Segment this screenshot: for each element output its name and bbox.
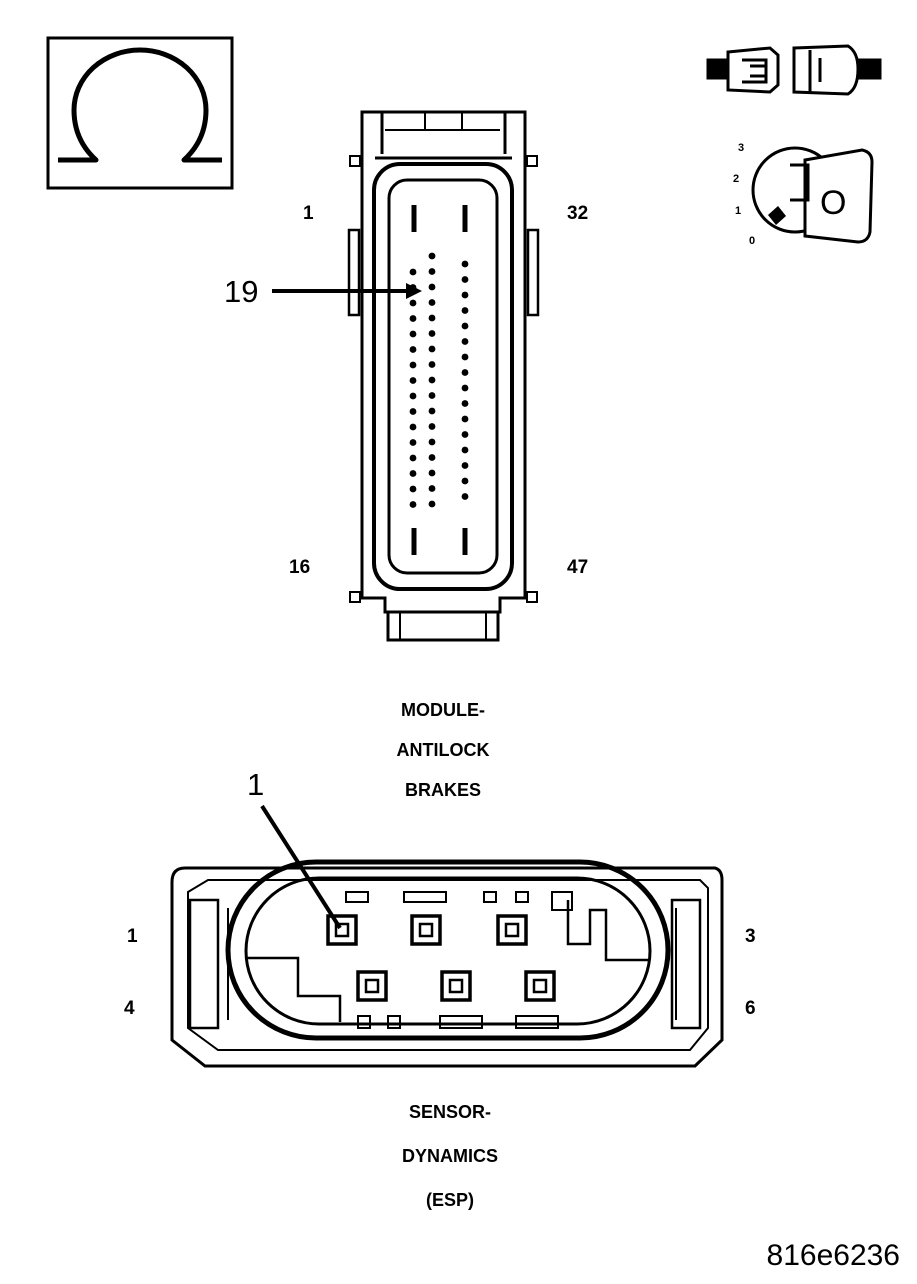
- abs-pin-cavity: [428, 345, 436, 353]
- ignition-pos-2: 2: [733, 173, 739, 185]
- abs-pin-cavity: [461, 322, 469, 330]
- esp-callout-label: 1: [247, 767, 264, 802]
- abs-pin-cavity: [409, 454, 417, 462]
- abs-pin-cavity: [428, 407, 436, 415]
- abs-pin-cavity: [409, 330, 417, 338]
- esp-pin-4-label: 4: [124, 998, 135, 1019]
- abs-pin-cavity: [428, 454, 436, 461]
- esp-title-line-2: DYNAMICS: [402, 1146, 498, 1166]
- abs-pin-32-label: 32: [567, 203, 588, 224]
- abs-pin-cavity: [428, 268, 436, 275]
- abs-pin-cavity: [428, 423, 436, 430]
- esp-pin-1-label: 1: [127, 926, 138, 947]
- esp-pin-6-label: 6: [745, 998, 756, 1019]
- ignition-pos-3: 3: [738, 142, 744, 154]
- esp-pin-4: [356, 970, 388, 1002]
- abs-connector: [347, 110, 540, 642]
- esp-sensor-connector: [170, 859, 724, 1068]
- abs-pin-cavity: [461, 446, 469, 454]
- abs-pin-cavity: [428, 485, 436, 492]
- abs-pin-cavity: [461, 291, 469, 299]
- figure-id: 816e6236: [767, 1239, 900, 1272]
- abs-callout-label: 19: [224, 274, 258, 309]
- esp-pin-3: [496, 914, 528, 946]
- ohm-icon: [46, 36, 234, 190]
- pin-1-callout: [260, 804, 342, 930]
- abs-pin-cavity: [461, 477, 469, 485]
- ignition-pos-0: 0: [749, 235, 755, 247]
- abs-pin-cavity: [428, 299, 436, 306]
- abs-title-line-2: ANTILOCK: [397, 740, 490, 760]
- abs-pin-cavity: [409, 439, 417, 446]
- abs-pin-cavity: [409, 299, 417, 307]
- abs-pin-cavity: [461, 369, 469, 376]
- abs-pin-cavity: [409, 470, 417, 477]
- abs-pin-cavity: [409, 485, 417, 493]
- abs-pin-16-label: 16: [289, 557, 310, 578]
- abs-title-line-1: MODULE-: [401, 700, 485, 720]
- abs-pin-cavity: [428, 392, 436, 399]
- abs-pin-cavity: [461, 384, 469, 392]
- esp-pin-2: [410, 914, 442, 946]
- abs-pin-cavities: [406, 252, 469, 508]
- abs-pin-cavity: [461, 400, 469, 407]
- esp-pin-3-label: 3: [745, 926, 756, 947]
- abs-pin-cavity: [428, 376, 436, 384]
- esp-title-line-1: SENSOR-: [409, 1102, 491, 1122]
- abs-pin-cavity: [461, 431, 469, 438]
- abs-pin-cavity: [428, 500, 436, 508]
- abs-pin-cavity: [428, 252, 436, 260]
- abs-pin-cavity: [461, 338, 469, 345]
- abs-pin-cavity: [409, 423, 417, 431]
- ignition-pos-1: 1: [735, 205, 741, 217]
- abs-pin-cavity: [409, 268, 417, 276]
- abs-title-line-3: BRAKES: [405, 780, 481, 800]
- esp-pin-5: [440, 970, 472, 1002]
- esp-title-line-3: (ESP): [426, 1190, 474, 1210]
- esp-pin-1: [326, 914, 358, 946]
- abs-pin-cavity: [409, 392, 417, 400]
- abs-pin-cavity: [461, 307, 469, 314]
- abs-pin-cavity: [409, 408, 417, 415]
- abs-pin-cavity: [409, 361, 417, 369]
- disconnected-connector-icon: [706, 44, 882, 96]
- abs-pin-cavity: [461, 462, 469, 469]
- abs-pin-cavity: [428, 330, 436, 337]
- abs-pin-1-label: 1: [303, 203, 314, 224]
- abs-pin-cavity: [461, 260, 469, 268]
- abs-pin-cavity: [428, 283, 436, 291]
- abs-pin-cavity: [409, 377, 417, 384]
- abs-pin-cavity: [428, 361, 436, 368]
- ignition-key-label: O: [820, 184, 846, 222]
- abs-pin-47-label: 47: [567, 557, 588, 578]
- abs-pin-cavity: [461, 415, 469, 423]
- abs-pin-cavity: [428, 314, 436, 322]
- ignition-key-icon: [751, 146, 874, 244]
- abs-pin-cavity: [409, 346, 417, 353]
- esp-pin-6: [524, 970, 556, 1002]
- abs-pin-cavity: [461, 353, 469, 361]
- abs-pin-cavity: [428, 438, 436, 446]
- abs-pin-cavity: [409, 501, 417, 508]
- abs-pin-cavity: [409, 315, 417, 322]
- abs-pin-cavity: [461, 276, 469, 283]
- abs-pin-cavity: [461, 493, 469, 500]
- abs-pin-cavity: [428, 469, 436, 477]
